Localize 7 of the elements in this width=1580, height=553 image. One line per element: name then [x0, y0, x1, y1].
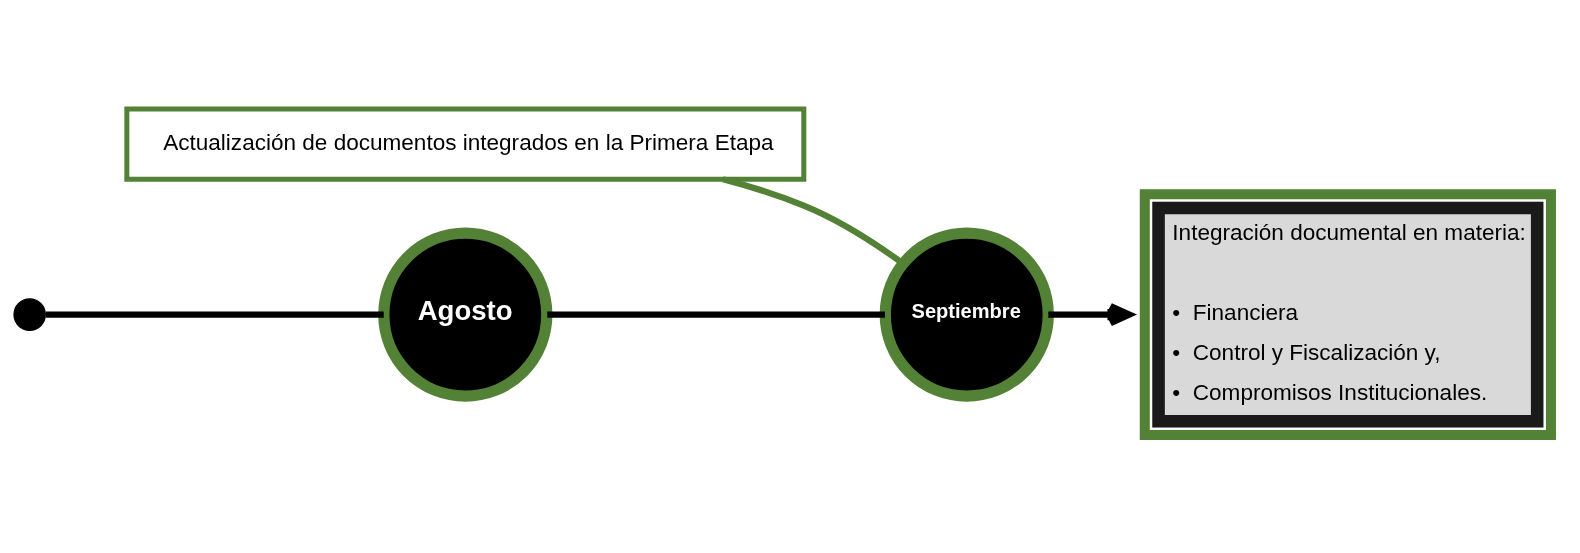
connector [45, 310, 384, 318]
node-circle: Agosto [378, 227, 553, 402]
node-box: Actualización de documentos integrados en la Primera Etapa [124, 106, 807, 182]
node-box: Integración documental en materia: • Financiera • Control y Fiscalización y, • Compromisos Institucionales. [1139, 188, 1556, 440]
node-circle [13, 297, 46, 331]
connector [547, 310, 885, 318]
node-circle: Septiembre [879, 227, 1054, 402]
